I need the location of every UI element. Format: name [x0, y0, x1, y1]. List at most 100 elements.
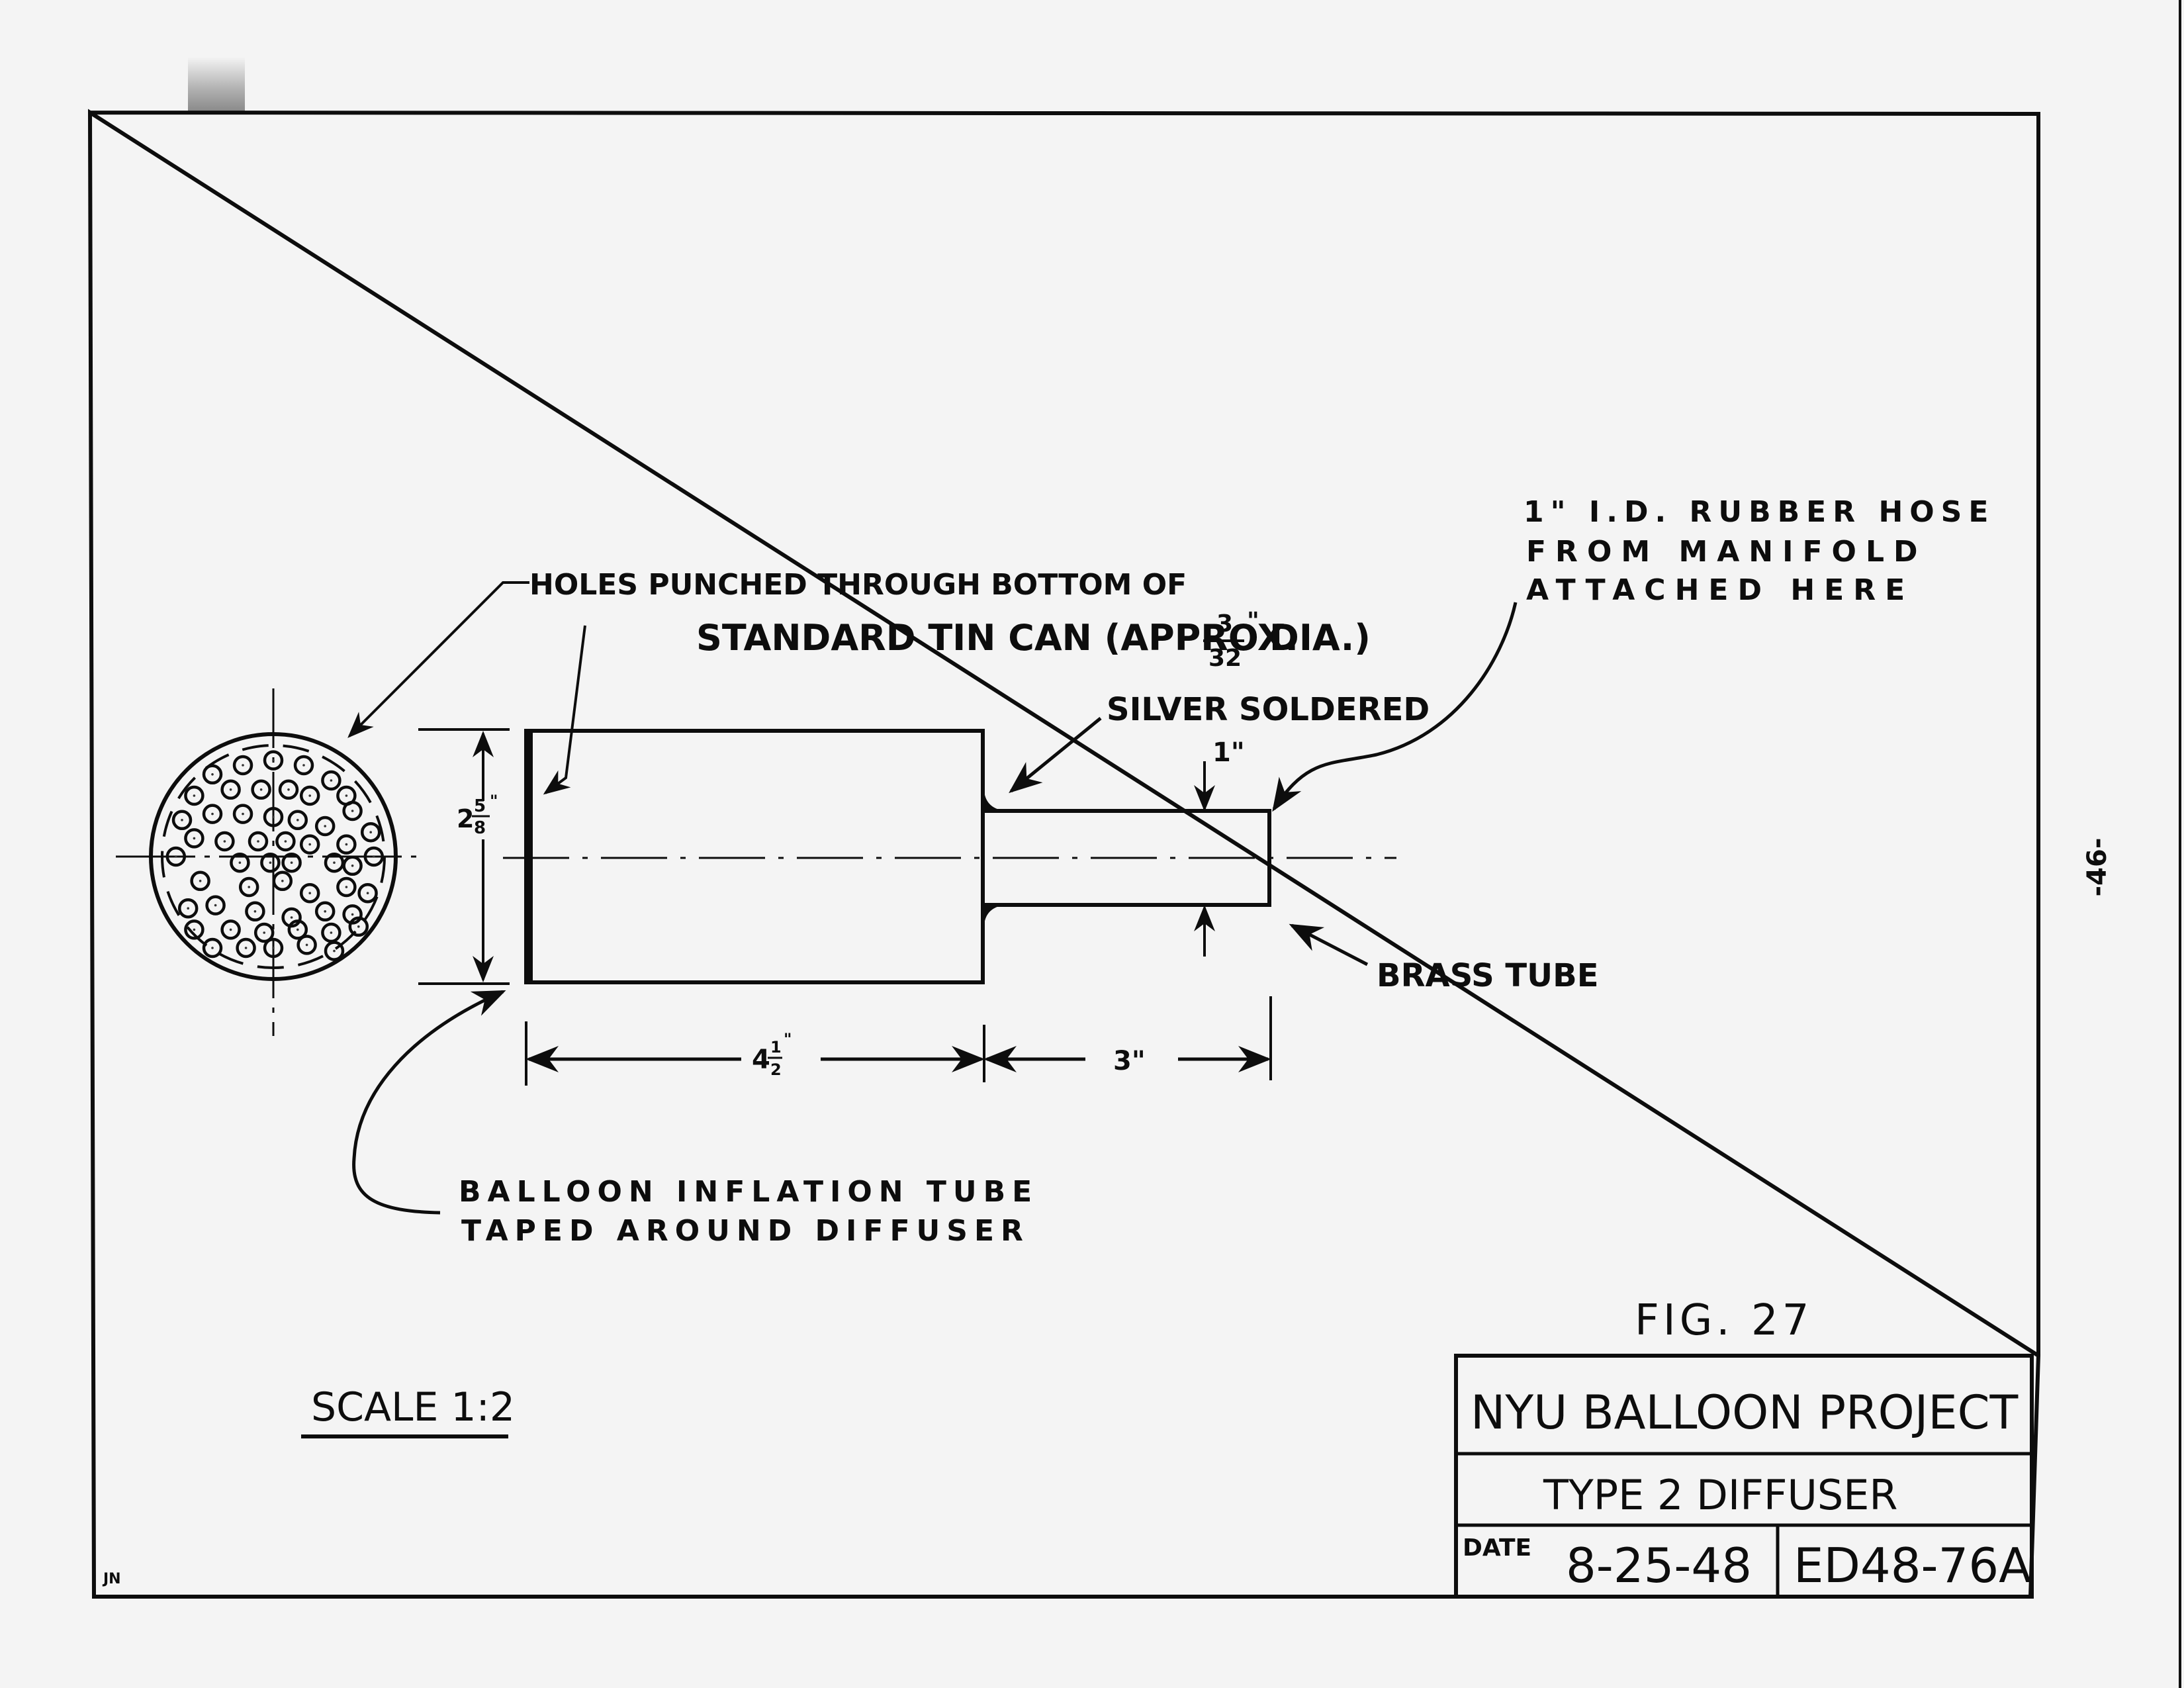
title-date-label: DATE [1463, 1534, 1531, 1562]
callout-silver-soldered: Silver Soldered [1107, 691, 1430, 728]
figure-label: Fig. 27 [1635, 1296, 1813, 1345]
hole-center-dot [259, 788, 263, 791]
callout-hose-line3: Attached Here [1526, 573, 1914, 607]
leader-brass-tube [1289, 923, 1369, 966]
hole-center-dot [369, 831, 372, 833]
hole [184, 919, 205, 940]
hole [171, 810, 193, 831]
hole [281, 852, 302, 873]
hole [348, 916, 369, 937]
hole [263, 806, 284, 827]
callout-holes-line2-text: Standard Tin Can (Approx. [696, 617, 1298, 659]
hole [336, 876, 357, 898]
hole-center-dot [257, 840, 259, 843]
hole [299, 882, 320, 904]
hole-center-dot [193, 837, 196, 840]
hole-center-dot [272, 816, 275, 818]
can-diameter-denominator: 8 [474, 818, 486, 838]
hole-center-dot [242, 812, 244, 816]
hole-center-dot [272, 947, 275, 949]
hole [342, 904, 363, 925]
callout-hose-line2: From Manifold [1526, 535, 1927, 569]
hole-center-dot [287, 788, 290, 791]
hole-center-dot [357, 925, 360, 928]
hole [232, 755, 253, 776]
hole-center-dot [351, 865, 354, 867]
hole [177, 898, 199, 919]
hole-center-dot [214, 904, 217, 907]
hole-center-dot [290, 916, 293, 919]
hole [293, 755, 314, 776]
dimension-lengths: 4 1 2 " 3" [525, 996, 1272, 1086]
hole [275, 831, 296, 852]
dimension-can-diameter: 2 5 8 " [418, 728, 510, 985]
hole [251, 779, 271, 800]
hole [236, 937, 256, 959]
hole-center-dot [330, 931, 333, 934]
hole-center-dot [333, 861, 336, 864]
hole-center-dot [248, 886, 251, 888]
hole [220, 919, 241, 940]
hole [321, 770, 341, 791]
hole [220, 779, 241, 800]
hole-center-dot [211, 812, 214, 816]
hole-center-dot [373, 855, 375, 858]
hole [205, 895, 226, 915]
hole-center-dot [211, 773, 214, 776]
scale-label: Scale 1:2 [311, 1384, 515, 1430]
hole-center-dot [308, 892, 312, 894]
hole [360, 821, 381, 843]
title-block: NYU BALLOON PROJECT Type 2 Diffuser DATE… [1454, 1354, 2034, 1599]
holes-fraction-denominator: 32 [1208, 645, 1242, 672]
hole-center-dot [345, 886, 348, 888]
hole [314, 901, 336, 922]
hole [324, 941, 345, 961]
hole-center-dot [229, 788, 232, 791]
hole [324, 852, 345, 873]
hole [260, 852, 281, 873]
hole-center-dot [345, 843, 348, 846]
hole [253, 922, 275, 943]
hole [263, 937, 284, 959]
holes-fraction-inch-mark: " [1247, 608, 1259, 635]
hole [214, 831, 235, 852]
hole-center-dot [281, 880, 284, 882]
hole-center-dot [351, 913, 354, 916]
can-side-view [503, 729, 1396, 984]
leader-rubber-hose [1272, 602, 1518, 812]
tin-can-body [524, 729, 985, 984]
hole [363, 846, 385, 867]
holes-fraction-numerator: 3 [1216, 610, 1233, 637]
solder-fillet-bottom [984, 905, 1006, 925]
solder-fillet-top [984, 791, 1006, 811]
hole [184, 828, 205, 849]
hole-center-dot [345, 794, 348, 797]
hole-center-dot [290, 861, 293, 864]
hole-center-dot [302, 764, 305, 767]
hole-center-dot [211, 947, 214, 949]
hole [248, 831, 269, 852]
hole-center-dot [187, 907, 190, 910]
title-date-value: 8-25-48 [1566, 1538, 1752, 1593]
can-length-whole: 4 [752, 1045, 770, 1075]
hole-center-dot [296, 928, 299, 931]
hole [314, 816, 336, 837]
hole-center-dot [175, 855, 177, 858]
callout-balloon-line2: Taped Around Diffuser [461, 1214, 1030, 1248]
hole-center-dot [305, 943, 308, 947]
scan-tab-marker [188, 57, 245, 111]
callout-holes-line2-end: Dia.) [1269, 617, 1371, 659]
hole [202, 764, 223, 785]
tube-length-label: 3" [1113, 1046, 1146, 1076]
hole-center-dot [296, 819, 299, 821]
hole [336, 834, 357, 855]
can-end-view [116, 688, 417, 1036]
hole-center-dot [263, 931, 266, 934]
callout-holes-line1: Holes punched through bottom of [529, 568, 1187, 602]
hole-center-dot [308, 794, 312, 797]
hole-center-dot [242, 764, 244, 767]
hole-center-dot [272, 759, 275, 762]
hole [278, 779, 299, 800]
hole-center-dot [269, 861, 272, 864]
hole-center-dot [284, 840, 287, 843]
